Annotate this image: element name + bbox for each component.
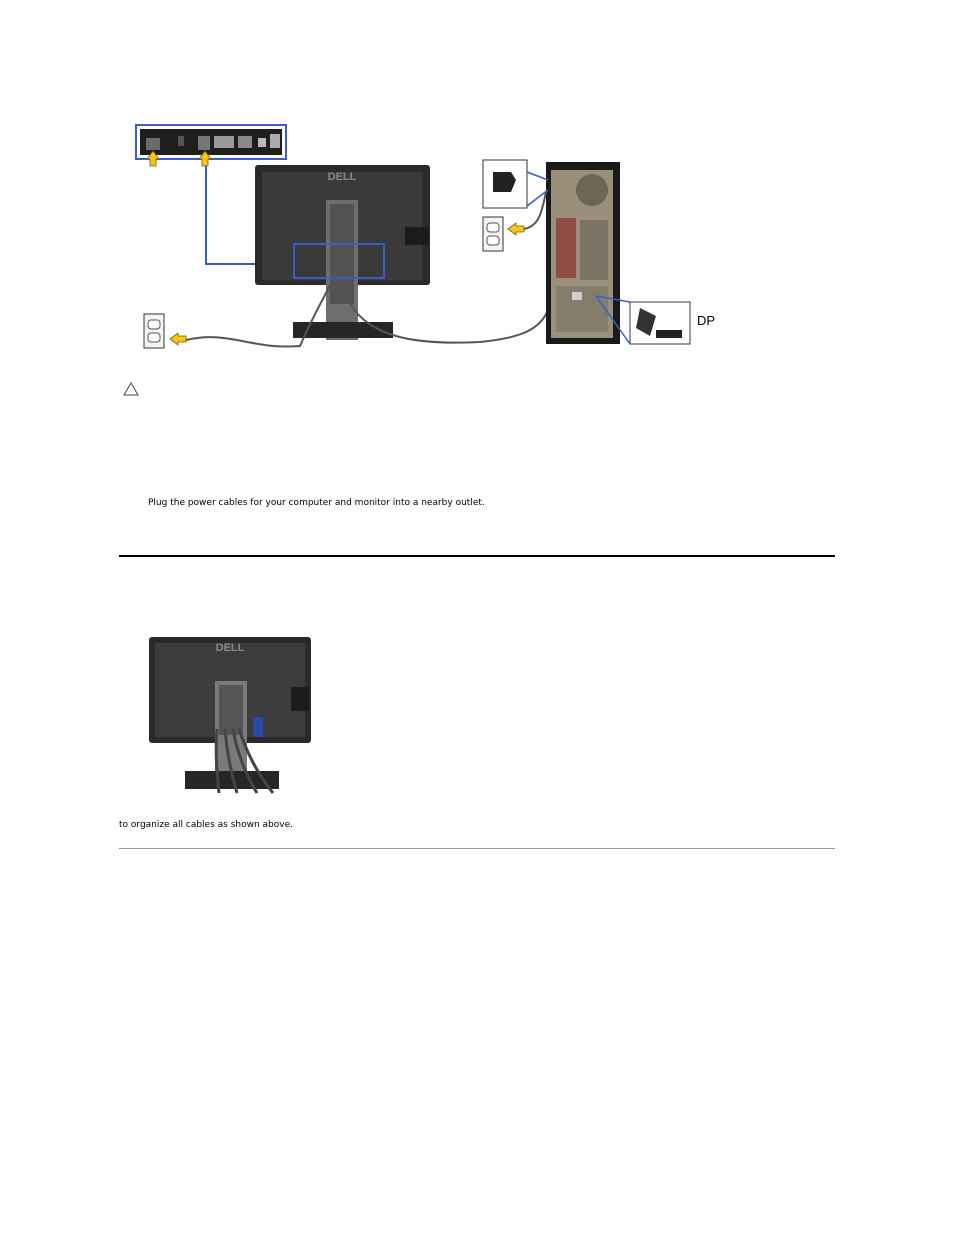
svg-text:DELL: DELL — [328, 171, 357, 183]
cable-management-text: to organize all cables as shown above. — [119, 820, 293, 830]
connection-illustration: DELL — [135, 124, 691, 349]
section-divider-thick — [119, 555, 835, 557]
section-divider-thin — [119, 848, 835, 849]
svg-text:DELL: DELL — [216, 642, 245, 654]
monitor-connector-panel-inset — [135, 124, 287, 160]
link-step-fragment-2[interactable] — [569, 490, 587, 499]
computer-tower — [546, 162, 620, 344]
caution-triangle-icon — [123, 382, 139, 396]
link-step-fragment-4[interactable] — [572, 518, 648, 527]
dp-label: DP — [697, 313, 716, 328]
monitor-back: DELL — [255, 165, 430, 340]
wall-outlet-right-icon — [482, 216, 504, 252]
wall-outlet-left-icon — [143, 313, 165, 349]
power-instruction-text: Plug the power cables for your computer … — [148, 498, 485, 508]
link-step-fragment-3[interactable] — [602, 490, 632, 499]
cable-management-photo: DELL — [149, 637, 311, 794]
dp-connector-inset — [595, 295, 691, 345]
power-arrow-icon — [146, 150, 160, 167]
outlet-arrow-left-icon — [169, 332, 187, 346]
outlet-arrow-right-icon — [507, 222, 525, 236]
link-cable-fragment[interactable] — [444, 811, 553, 820]
tower-power-inset — [482, 159, 549, 209]
link-step-fragment-1[interactable] — [602, 480, 632, 489]
